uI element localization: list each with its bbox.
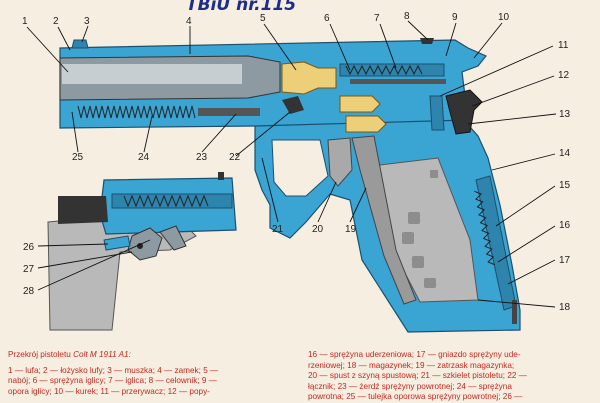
callout-7: 7 (374, 13, 380, 24)
caption-left-line-3: opora iglicy; 10 — kurek; 11 — przerywac… (8, 386, 210, 396)
callout-2: 2 (53, 16, 59, 27)
inset-firing-pin-channel (111, 193, 233, 209)
series-title: TBiU nr.115 (186, 0, 296, 15)
barrel-bore (62, 64, 242, 84)
firing-pin-spring (345, 64, 423, 76)
mainspring-pin (512, 300, 517, 324)
callout-25: 25 (72, 152, 84, 163)
inset-sear (159, 225, 187, 251)
grip-checkering-3 (412, 256, 424, 268)
trigger (327, 137, 353, 187)
callout-13: 13 (559, 109, 571, 120)
caption-left-line-2: nabój; 6 — sprężyna iglicy; 7 — iglica; … (8, 376, 217, 386)
recoil-spring-guide (198, 108, 260, 116)
callout-6: 6 (324, 13, 330, 24)
caption-right-line-3: 20 — spust z szyną spustową; 21 — szkiel… (308, 371, 527, 381)
callout-12: 12 (558, 70, 570, 81)
callout-26: 26 (23, 242, 35, 253)
grip-checkering-5 (430, 170, 438, 178)
caption-right-line-2: rzeniowej; 18 — magazynek; 19 — zatrzask… (308, 360, 515, 370)
caption-right-line-5: powrotna; 25 — tulejka oporowa sprężyny … (308, 392, 523, 402)
inset-trigger-bar (103, 235, 131, 251)
inset-hammer-pin (137, 243, 143, 249)
callout-27: 27 (23, 264, 35, 275)
barrel-link (282, 96, 304, 114)
caption-model: Colt M 1911 A1: (73, 350, 131, 359)
callout-5: 5 (260, 13, 266, 24)
front-sight (71, 39, 89, 49)
caption-heading: Przekrój pistoletu Colt M 1911 A1: (8, 350, 293, 361)
caption-right-line-4: łącznik; 23 — żerdź sprężyny powrotnej; … (308, 381, 512, 391)
caption-left: Przekrój pistoletu Colt M 1911 A1: 1 — l… (8, 350, 293, 397)
hammer (445, 89, 483, 135)
callout-11: 11 (558, 40, 569, 51)
inset-firing-pin-spring (123, 194, 209, 208)
callout-28: 28 (23, 286, 35, 297)
callout-21: 21 (272, 224, 284, 235)
callout-24: 24 (138, 152, 150, 163)
callout-18: 18 (559, 302, 571, 313)
leader-lines (26, 20, 557, 308)
caption-left-line-1: 1 — lufa; 2 — łożysko lufy; 3 — muszka; … (8, 365, 219, 375)
rear-sight (420, 38, 434, 44)
firing-pin (350, 79, 446, 84)
callout-16: 16 (559, 220, 571, 231)
callout-19: 19 (345, 224, 357, 235)
callout-14: 14 (559, 148, 571, 159)
inset-rear-sight (218, 172, 224, 180)
callout-20: 20 (312, 224, 324, 235)
grip-checkering-2 (402, 232, 414, 244)
callout-17: 17 (559, 255, 571, 266)
inset-barrel-breech (58, 196, 108, 224)
callout-8: 8 (404, 11, 410, 22)
callout-15: 15 (559, 180, 571, 191)
caption-right-line-1: 16 — sprężyna uderzeniowa; 17 — gniazdo … (308, 350, 521, 359)
magazine-cartridge-2 (345, 115, 387, 133)
trigger-guard-opening (271, 139, 329, 197)
caption-right: 16 — sprężyna uderzeniowa; 17 — gniazdo … (308, 350, 596, 403)
callout-23: 23 (196, 152, 208, 163)
grip-checkering-1 (408, 212, 420, 224)
magazine-cartridge-1 (339, 95, 381, 113)
callout-10: 10 (498, 12, 510, 23)
caption-heading-prefix: Przekrój pistoletu (8, 350, 74, 359)
callout-4: 4 (186, 16, 192, 27)
callout-9: 9 (452, 12, 458, 23)
mainspring (474, 190, 496, 266)
disconnector (429, 95, 445, 131)
grip-checkering-4 (424, 278, 436, 288)
callout-1: 1 (22, 16, 28, 27)
recoil-spring (77, 105, 196, 119)
callout-3: 3 (84, 16, 90, 27)
magazine (351, 135, 417, 305)
callout-22: 22 (229, 152, 241, 163)
